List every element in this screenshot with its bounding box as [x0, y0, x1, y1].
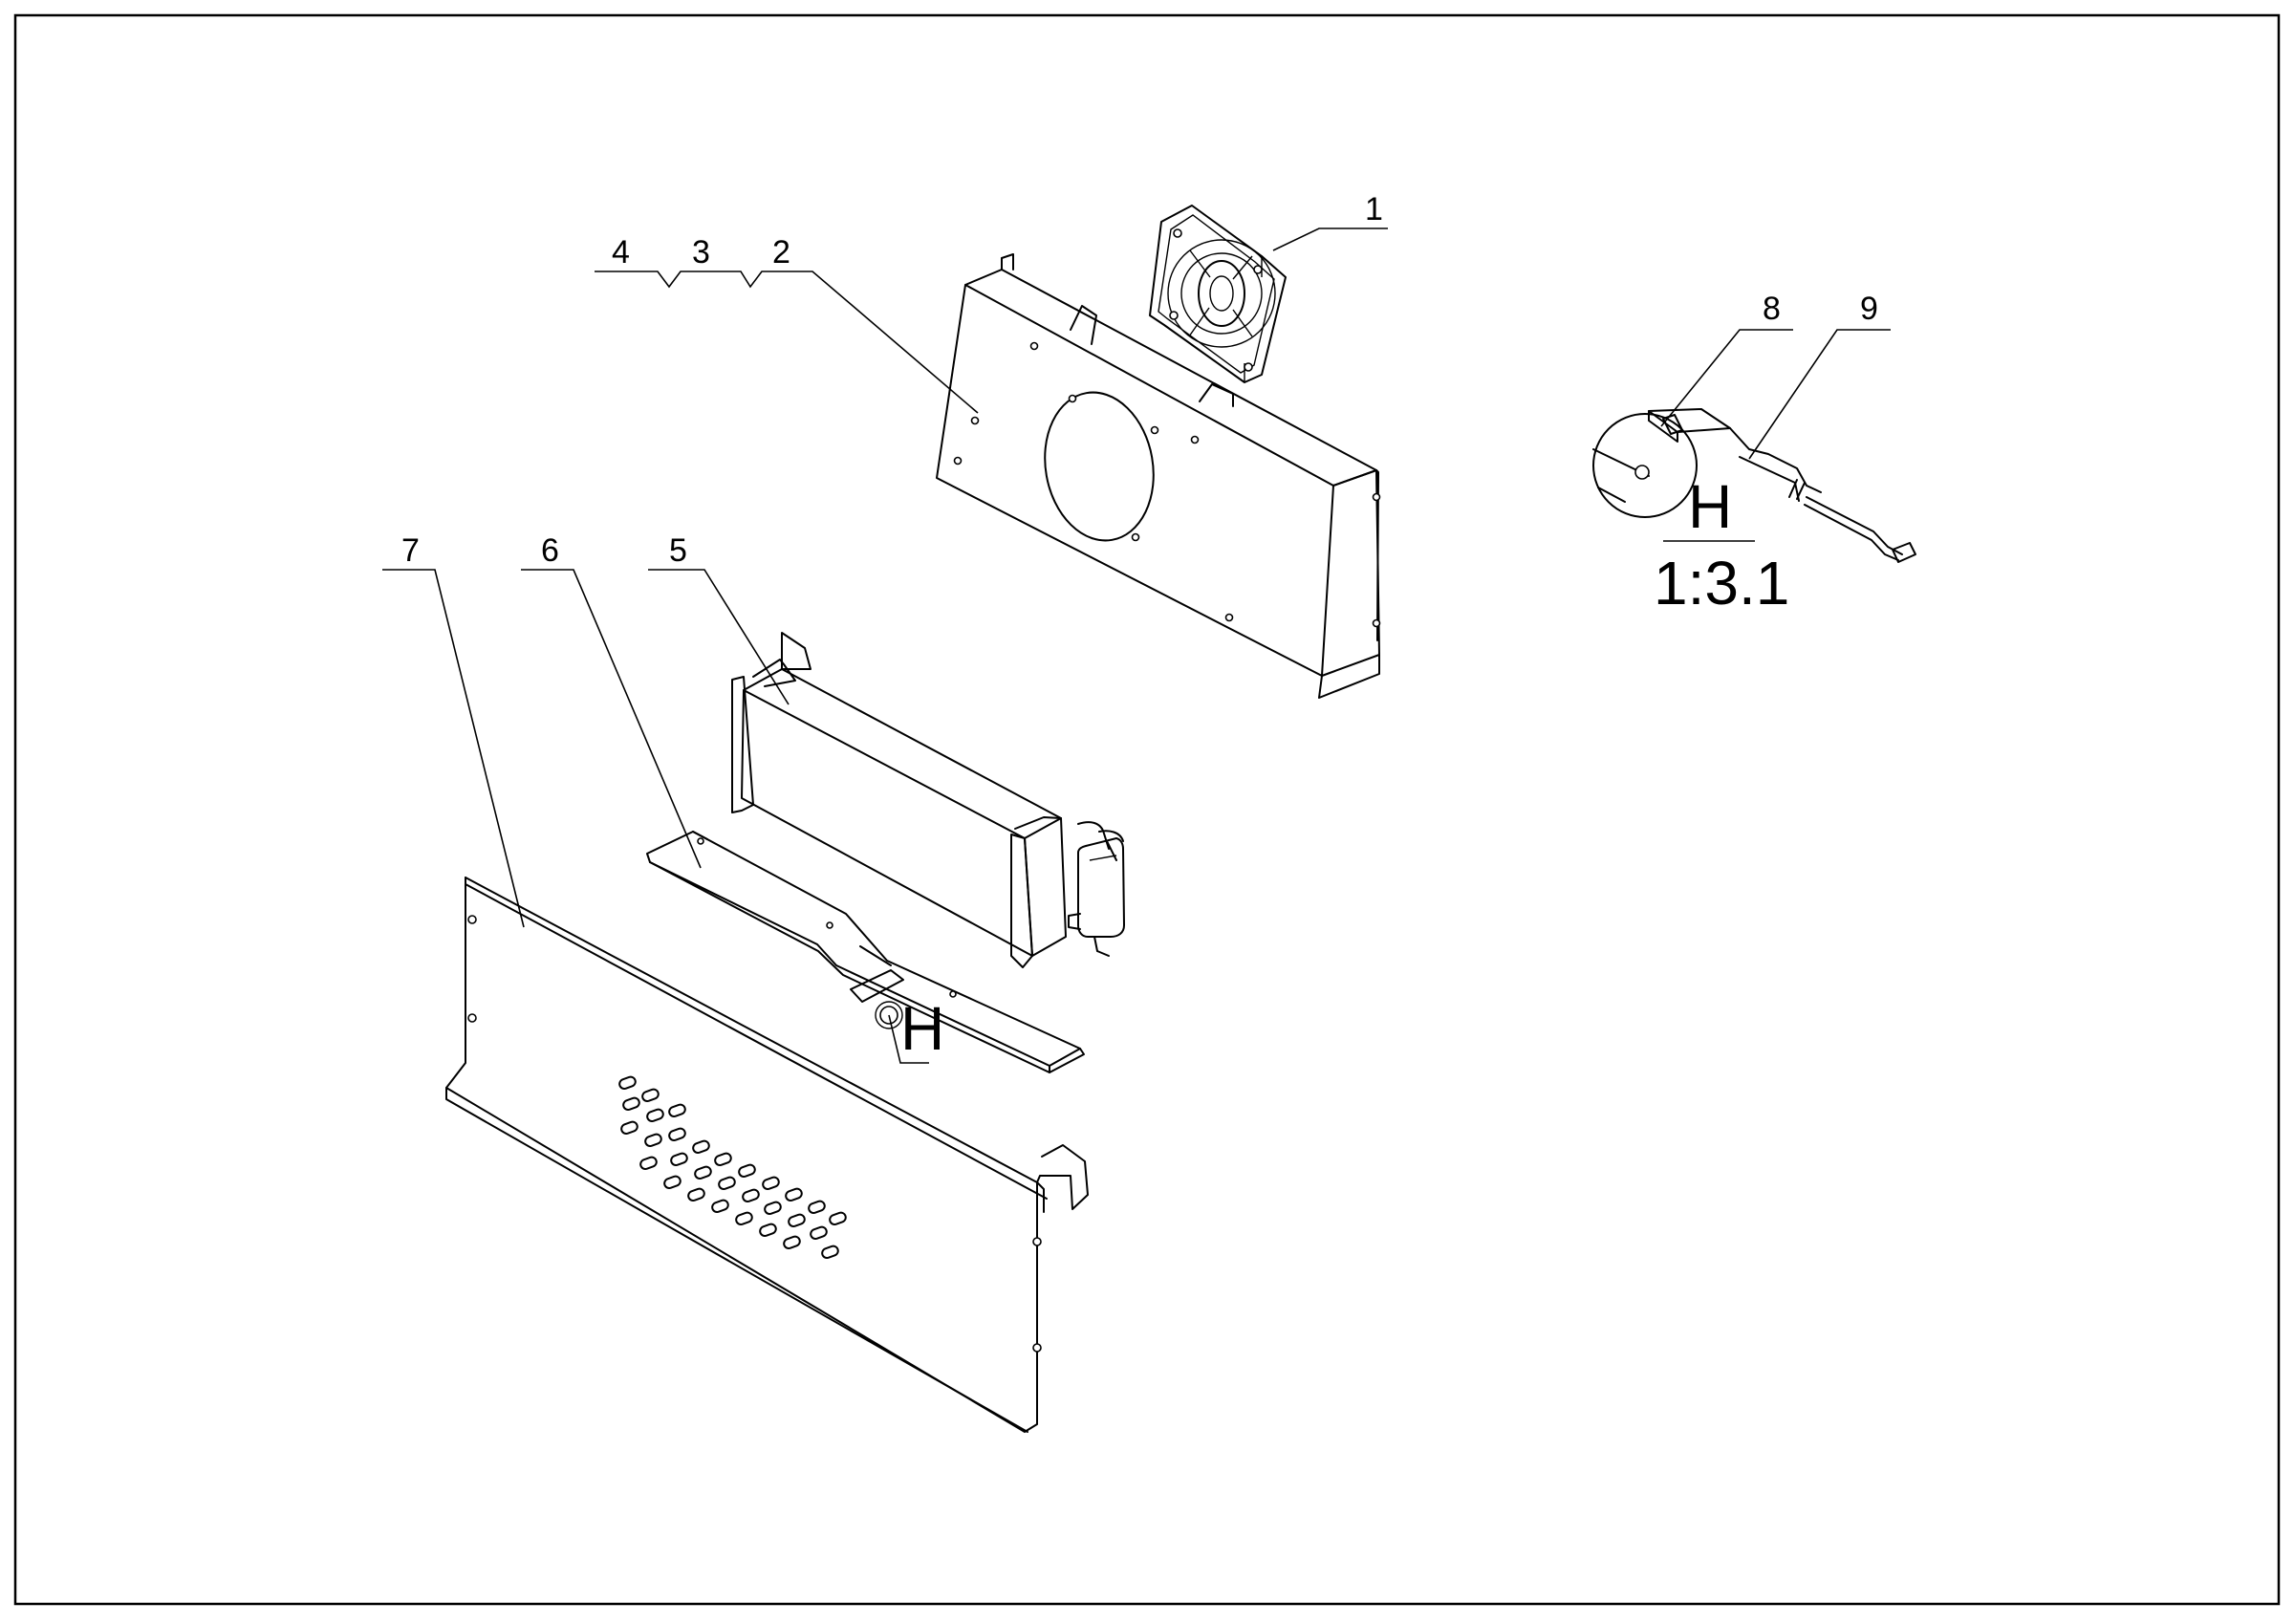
ventilation-slots	[618, 1075, 847, 1260]
part-1-fan	[1149, 205, 1287, 383]
detail-h-sensor	[1592, 408, 1916, 563]
callout-4: 4	[612, 234, 630, 271]
callout-leaders	[382, 227, 1891, 1064]
part-5-evaporator	[731, 632, 1125, 968]
callout-6: 6	[541, 532, 559, 569]
callout-5: 5	[669, 532, 687, 569]
callout-9: 9	[1860, 291, 1878, 327]
callout-2: 2	[772, 234, 790, 271]
callout-1: 1	[1365, 191, 1383, 227]
detail-title-h: H	[1688, 472, 1732, 541]
callout-7: 7	[401, 532, 420, 569]
section-marker-h: H	[900, 994, 944, 1063]
callout-labels: 1 2 3 4 5 6 7 8 9 H H 1:3.1	[401, 191, 1878, 1063]
part-7-front-cover	[445, 877, 1089, 1433]
callout-3: 3	[692, 234, 710, 271]
part-6-drip-tray	[646, 831, 1085, 1073]
drawing-border	[13, 13, 2281, 1606]
callout-8: 8	[1763, 291, 1781, 327]
detail-scale: 1:3.1	[1654, 549, 1789, 617]
part-2-mounting-panel	[936, 253, 1381, 699]
